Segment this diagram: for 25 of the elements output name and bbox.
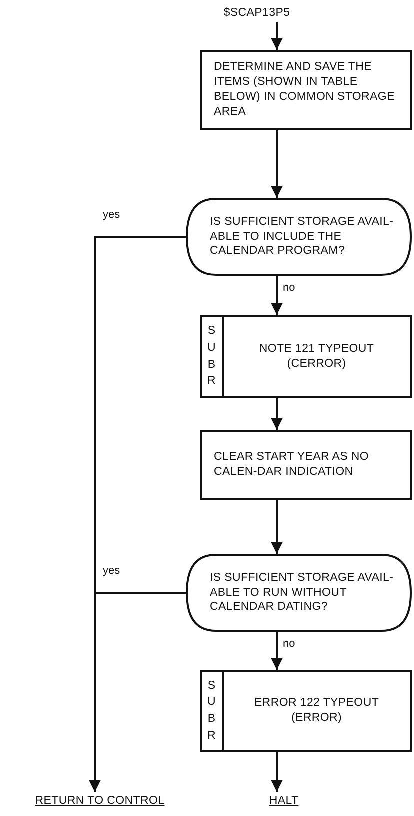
edge-label: yes: [101, 209, 122, 222]
edge-label: yes: [101, 565, 122, 578]
subroutine-box: [200, 315, 412, 398]
arrow: [271, 130, 283, 198]
process-text: DETERMINE AND SAVE THE ITEMS (SHOWN IN TABLE BELOW) IN COMMON STORAGE AREA: [214, 60, 396, 120]
decision-text: IS SUFFICIENT STORAGE AVAIL-ABLE TO RUN WITHOUT CALENDAR DATING?: [210, 570, 395, 616]
terminal-label: HALT: [269, 794, 299, 808]
edge-label: no: [281, 282, 298, 294]
arrow: [271, 276, 283, 315]
arrow: [271, 632, 283, 670]
terminal-label: RETURN TO CONTROL: [35, 794, 165, 808]
arrow: [89, 592, 188, 792]
arrow: [271, 500, 283, 554]
subroutine-text: ERROR 122 TYPEOUT (ERROR): [253, 696, 380, 726]
entry-label: $SCAP13P5: [224, 6, 290, 20]
process-text: CLEAR START YEAR AS NO CALEN-DAR INDICATION: [214, 450, 370, 480]
arrow: [271, 398, 283, 430]
arrow: [271, 22, 283, 50]
subroutine-text: NOTE 121 TYPEOUT (CERROR): [258, 342, 376, 372]
arrow: [271, 752, 283, 792]
edge-label: no: [281, 638, 298, 650]
process-box: [200, 430, 412, 500]
process-box: [200, 50, 412, 130]
decision-text: IS SUFFICIENT STORAGE AVAIL-ABLE TO INCLUDE THE CALENDAR PROGRAM?: [210, 214, 395, 260]
subroutine-box: [200, 670, 412, 752]
